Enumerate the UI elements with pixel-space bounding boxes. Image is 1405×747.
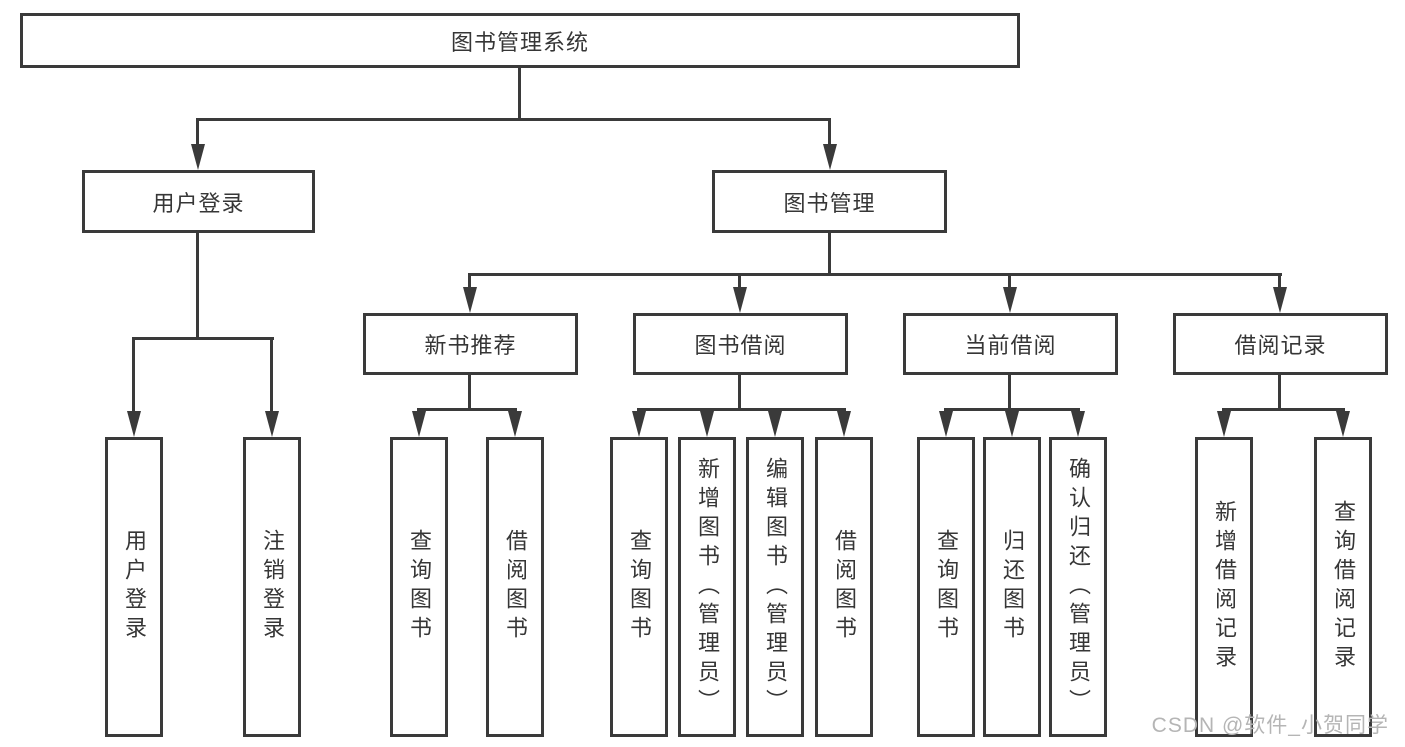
leaf-recommend-borrow-books: 借阅图书 — [486, 437, 544, 737]
node-new-book-recommend: 新书推荐 — [363, 313, 578, 375]
leaf-records-query-record-label: 查询借阅记录 — [1331, 500, 1356, 674]
arrowhead-down-icon — [939, 411, 953, 437]
connector-stem — [468, 273, 471, 289]
leaf-records-add-record-label: 新增借阅记录 — [1212, 500, 1237, 674]
leaf-borrow-query-books: 查询图书 — [610, 437, 668, 737]
leaf-current-query-books: 查询图书 — [917, 437, 975, 737]
leaf-user-login: 用户登录 — [105, 437, 163, 737]
leaf-borrow-add-books-admin: 新增图书（管理员） — [678, 437, 736, 737]
arrowhead-down-icon — [508, 411, 522, 437]
connector-root-vertical — [518, 66, 521, 120]
connector-stem — [828, 118, 831, 148]
connector-root-horizontal — [197, 118, 831, 121]
arrowhead-down-icon — [412, 411, 426, 437]
leaf-current-return-books: 归还图书 — [983, 437, 1041, 737]
node-root-label: 图书管理系统 — [450, 29, 589, 55]
leaf-current-confirm-return-admin: 确认归还（管理员） — [1049, 437, 1107, 737]
leaf-borrow-add-books-admin-label: 新增图书（管理员） — [695, 456, 720, 718]
leaf-logout-label: 注销登录 — [260, 529, 285, 645]
connector-stem — [1278, 273, 1281, 289]
leaf-current-query-books-label: 查询图书 — [934, 529, 959, 645]
connector-records-horizontal — [1222, 408, 1345, 411]
node-borrow-records: 借阅记录 — [1173, 313, 1388, 375]
connector-records-vertical — [1278, 373, 1281, 411]
leaf-records-query-record: 查询借阅记录 — [1314, 437, 1372, 737]
node-user-login: 用户登录 — [82, 170, 315, 233]
connector-recommend-horizontal — [417, 408, 517, 411]
arrowhead-down-icon — [265, 411, 279, 437]
node-book-borrow: 图书借阅 — [633, 313, 848, 375]
connector-current-vertical — [1008, 373, 1011, 411]
arrowhead-down-icon — [632, 411, 646, 437]
node-current-borrow: 当前借阅 — [903, 313, 1118, 375]
connector-borrow-vertical — [738, 373, 741, 411]
connector-stem — [738, 273, 741, 289]
node-new-book-recommend-label: 新书推荐 — [424, 333, 517, 358]
node-book-management-label: 图书管理 — [783, 190, 876, 216]
connector-recommend-vertical — [468, 373, 471, 411]
arrowhead-down-icon — [1217, 411, 1231, 437]
arrowhead-down-icon — [733, 287, 747, 313]
connector-mgmt-horizontal — [468, 273, 1282, 276]
arrowhead-down-icon — [768, 411, 782, 437]
arrowhead-down-icon — [1071, 411, 1085, 437]
node-user-login-label: 用户登录 — [152, 190, 245, 216]
csdn-watermark: CSDN @软件_小贺同学 — [1151, 714, 1389, 737]
connector-stem — [1008, 273, 1011, 289]
leaf-borrow-borrow-books-label: 借阅图书 — [832, 529, 857, 645]
node-borrow-records-label: 借阅记录 — [1234, 333, 1327, 358]
arrowhead-down-icon — [1273, 287, 1287, 313]
arrowhead-down-icon — [700, 411, 714, 437]
connector-borrow-horizontal — [637, 408, 846, 411]
node-book-management: 图书管理 — [712, 170, 947, 233]
arrowhead-down-icon — [1005, 411, 1019, 437]
arrowhead-down-icon — [127, 411, 141, 437]
arrowhead-down-icon — [1336, 411, 1350, 437]
connector-mgmt-vertical — [828, 231, 831, 276]
node-current-borrow-label: 当前借阅 — [964, 333, 1057, 358]
leaf-borrow-query-books-label: 查询图书 — [627, 529, 652, 645]
leaf-borrow-edit-books-admin-label: 编辑图书（管理员） — [763, 456, 788, 718]
leaf-recommend-query-books: 查询图书 — [390, 437, 448, 737]
leaf-current-return-books-label: 归还图书 — [1000, 529, 1025, 645]
leaf-recommend-borrow-books-label: 借阅图书 — [503, 529, 528, 645]
arrowhead-down-icon — [191, 144, 205, 170]
node-root: 图书管理系统 — [20, 13, 1020, 68]
leaf-logout: 注销登录 — [243, 437, 301, 737]
leaf-borrow-borrow-books: 借阅图书 — [815, 437, 873, 737]
node-book-borrow-label: 图书借阅 — [694, 333, 787, 358]
connector-stem — [270, 337, 273, 415]
connector-stem — [196, 118, 199, 148]
connector-stem — [132, 337, 135, 415]
leaf-borrow-edit-books-admin: 编辑图书（管理员） — [746, 437, 804, 737]
arrowhead-down-icon — [837, 411, 851, 437]
connector-login-horizontal — [132, 337, 274, 340]
connector-current-horizontal — [944, 408, 1080, 411]
leaf-records-add-record: 新增借阅记录 — [1195, 437, 1253, 737]
arrowhead-down-icon — [463, 287, 477, 313]
leaf-user-login-label: 用户登录 — [122, 529, 147, 645]
leaf-recommend-query-books-label: 查询图书 — [407, 529, 432, 645]
connector-login-vertical — [196, 231, 199, 339]
leaf-current-confirm-return-admin-label: 确认归还（管理员） — [1066, 456, 1091, 718]
arrowhead-down-icon — [1003, 287, 1017, 313]
arrowhead-down-icon — [823, 144, 837, 170]
